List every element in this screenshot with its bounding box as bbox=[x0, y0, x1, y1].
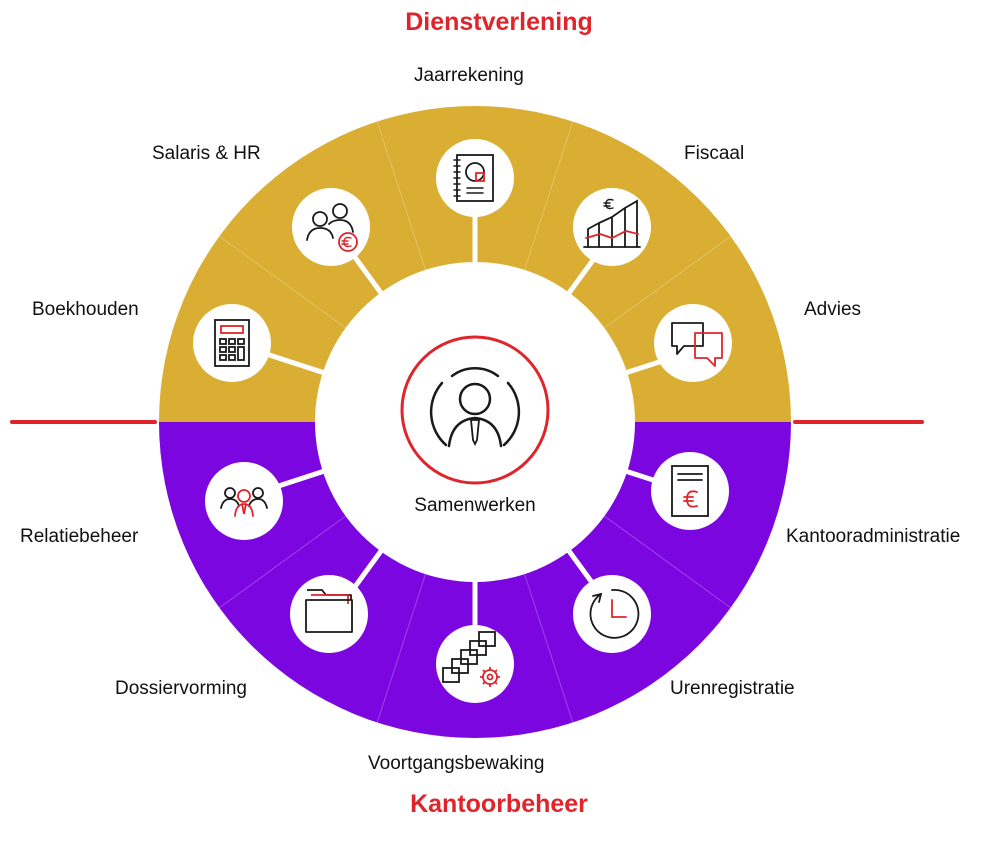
calculator-icon bbox=[214, 319, 250, 367]
dossiervorming-icon-circle[interactable] bbox=[290, 575, 368, 653]
voortgangsbewaking-icon-circle[interactable] bbox=[436, 625, 514, 703]
people-group-icon bbox=[220, 487, 268, 517]
center-red-ring bbox=[400, 335, 550, 485]
bottom-section-title: Kantoorbeheer bbox=[410, 790, 588, 818]
report-chart-icon bbox=[453, 154, 494, 202]
salaris-hr-icon-circle[interactable] bbox=[292, 188, 370, 266]
segment-label-jaarrekening: Jaarrekening bbox=[414, 65, 524, 86]
person-in-circle-icon bbox=[429, 367, 521, 448]
urenregistratie-icon-circle[interactable] bbox=[573, 575, 651, 653]
boekhouden-icon-circle[interactable] bbox=[193, 304, 271, 382]
center-circle bbox=[315, 262, 635, 582]
people-euro-icon bbox=[306, 203, 358, 252]
jaarrekening-icon-circle[interactable] bbox=[436, 139, 514, 217]
segment-label-salaris-hr: Salaris & HR bbox=[152, 143, 261, 164]
segment-label-boekhouden: Boekhouden bbox=[32, 299, 139, 320]
kantooradministratie-icon-circle[interactable] bbox=[651, 452, 729, 530]
center-label: Samenwerken bbox=[414, 495, 536, 516]
stacked-documents-gear-icon bbox=[442, 631, 500, 687]
segment-label-fiscaal: Fiscaal bbox=[684, 143, 745, 164]
relatiebeheer-icon-circle[interactable] bbox=[205, 462, 283, 540]
clock-icon bbox=[589, 589, 640, 639]
euro-document-icon bbox=[671, 465, 709, 517]
fiscaal-icon-circle[interactable] bbox=[573, 188, 651, 266]
speech-bubbles-icon bbox=[671, 322, 723, 367]
segment-label-dossiervorming: Dossiervorming bbox=[115, 678, 247, 699]
segment-label-kantooradministratie: Kantooradministratie bbox=[786, 526, 961, 547]
top-section-title: Dienstverlening bbox=[405, 8, 593, 36]
segment-label-relatiebeheer: Relatiebeheer bbox=[20, 526, 139, 547]
segment-label-urenregistratie: Urenregistratie bbox=[670, 678, 795, 699]
folder-icon bbox=[305, 589, 353, 633]
euro-growth-chart-icon bbox=[583, 198, 641, 248]
segment-label-advies: Advies bbox=[804, 299, 862, 320]
advies-icon-circle[interactable] bbox=[654, 304, 732, 382]
segment-label-voortgangsbewaking: Voortgangsbewaking bbox=[368, 753, 545, 774]
